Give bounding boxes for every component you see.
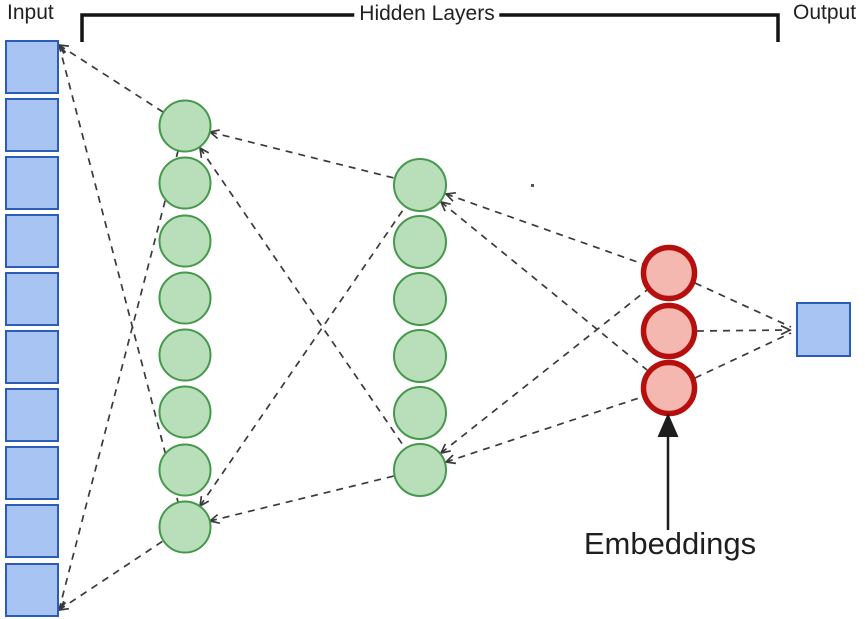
connector-arrowhead-icon [439,200,451,212]
output-label: Output [793,1,857,24]
input-node [5,330,59,384]
hidden1-node [158,214,212,268]
hidden2-node [393,443,447,497]
embeddings-node [640,302,698,360]
connector-arrowhead-icon [444,191,457,202]
hidden2-node [393,158,447,212]
hidden1-node [158,99,212,153]
connector-line [58,540,164,611]
hidden2-node [393,386,447,440]
input-node [5,563,59,617]
hidden1-node [158,385,212,439]
input-node [5,214,59,268]
input-node [5,446,59,500]
connector-arrowhead-icon [198,146,210,159]
connector-line [445,193,644,265]
hidden2-node [393,215,447,269]
connector-arrowhead-icon [439,443,451,455]
connector-line [58,44,179,503]
hidden1-node [158,500,212,554]
hidden2-node [393,329,447,383]
stray-mark [531,184,534,187]
hidden1-node [158,328,212,382]
hidden-layers-label: Hidden Layers [354,2,500,26]
connector-line [58,150,179,611]
connector-line [694,282,792,328]
connector-arrowhead-icon [780,324,792,336]
output-node [796,302,851,357]
input-label: Input [7,1,54,24]
input-node [5,388,59,442]
connector-arrowhead-icon [208,513,220,525]
connector-line [694,332,792,379]
hidden1-node [158,443,212,497]
connector-line [199,206,406,507]
input-node [5,272,59,326]
input-node [5,40,59,94]
input-node [5,98,59,152]
embeddings-label: Embeddings [583,526,757,561]
connector-line [209,131,395,179]
connector-line [199,147,406,449]
connector-line [440,289,648,454]
embeddings-arrowhead-icon [657,413,679,437]
connector-line [696,329,791,332]
connector-line [440,201,648,371]
embeddings-node [640,359,698,417]
input-node [5,504,59,558]
hidden1-node [158,156,212,210]
connector-line [445,396,643,463]
connector-arrowhead-icon [444,454,457,465]
connector-arrowhead-icon [208,129,220,140]
embeddings-node [640,244,698,302]
hidden2-node [393,272,447,326]
connector-line [58,44,164,113]
connector-line [209,475,395,522]
hidden1-node [158,271,212,325]
input-node [5,156,59,210]
